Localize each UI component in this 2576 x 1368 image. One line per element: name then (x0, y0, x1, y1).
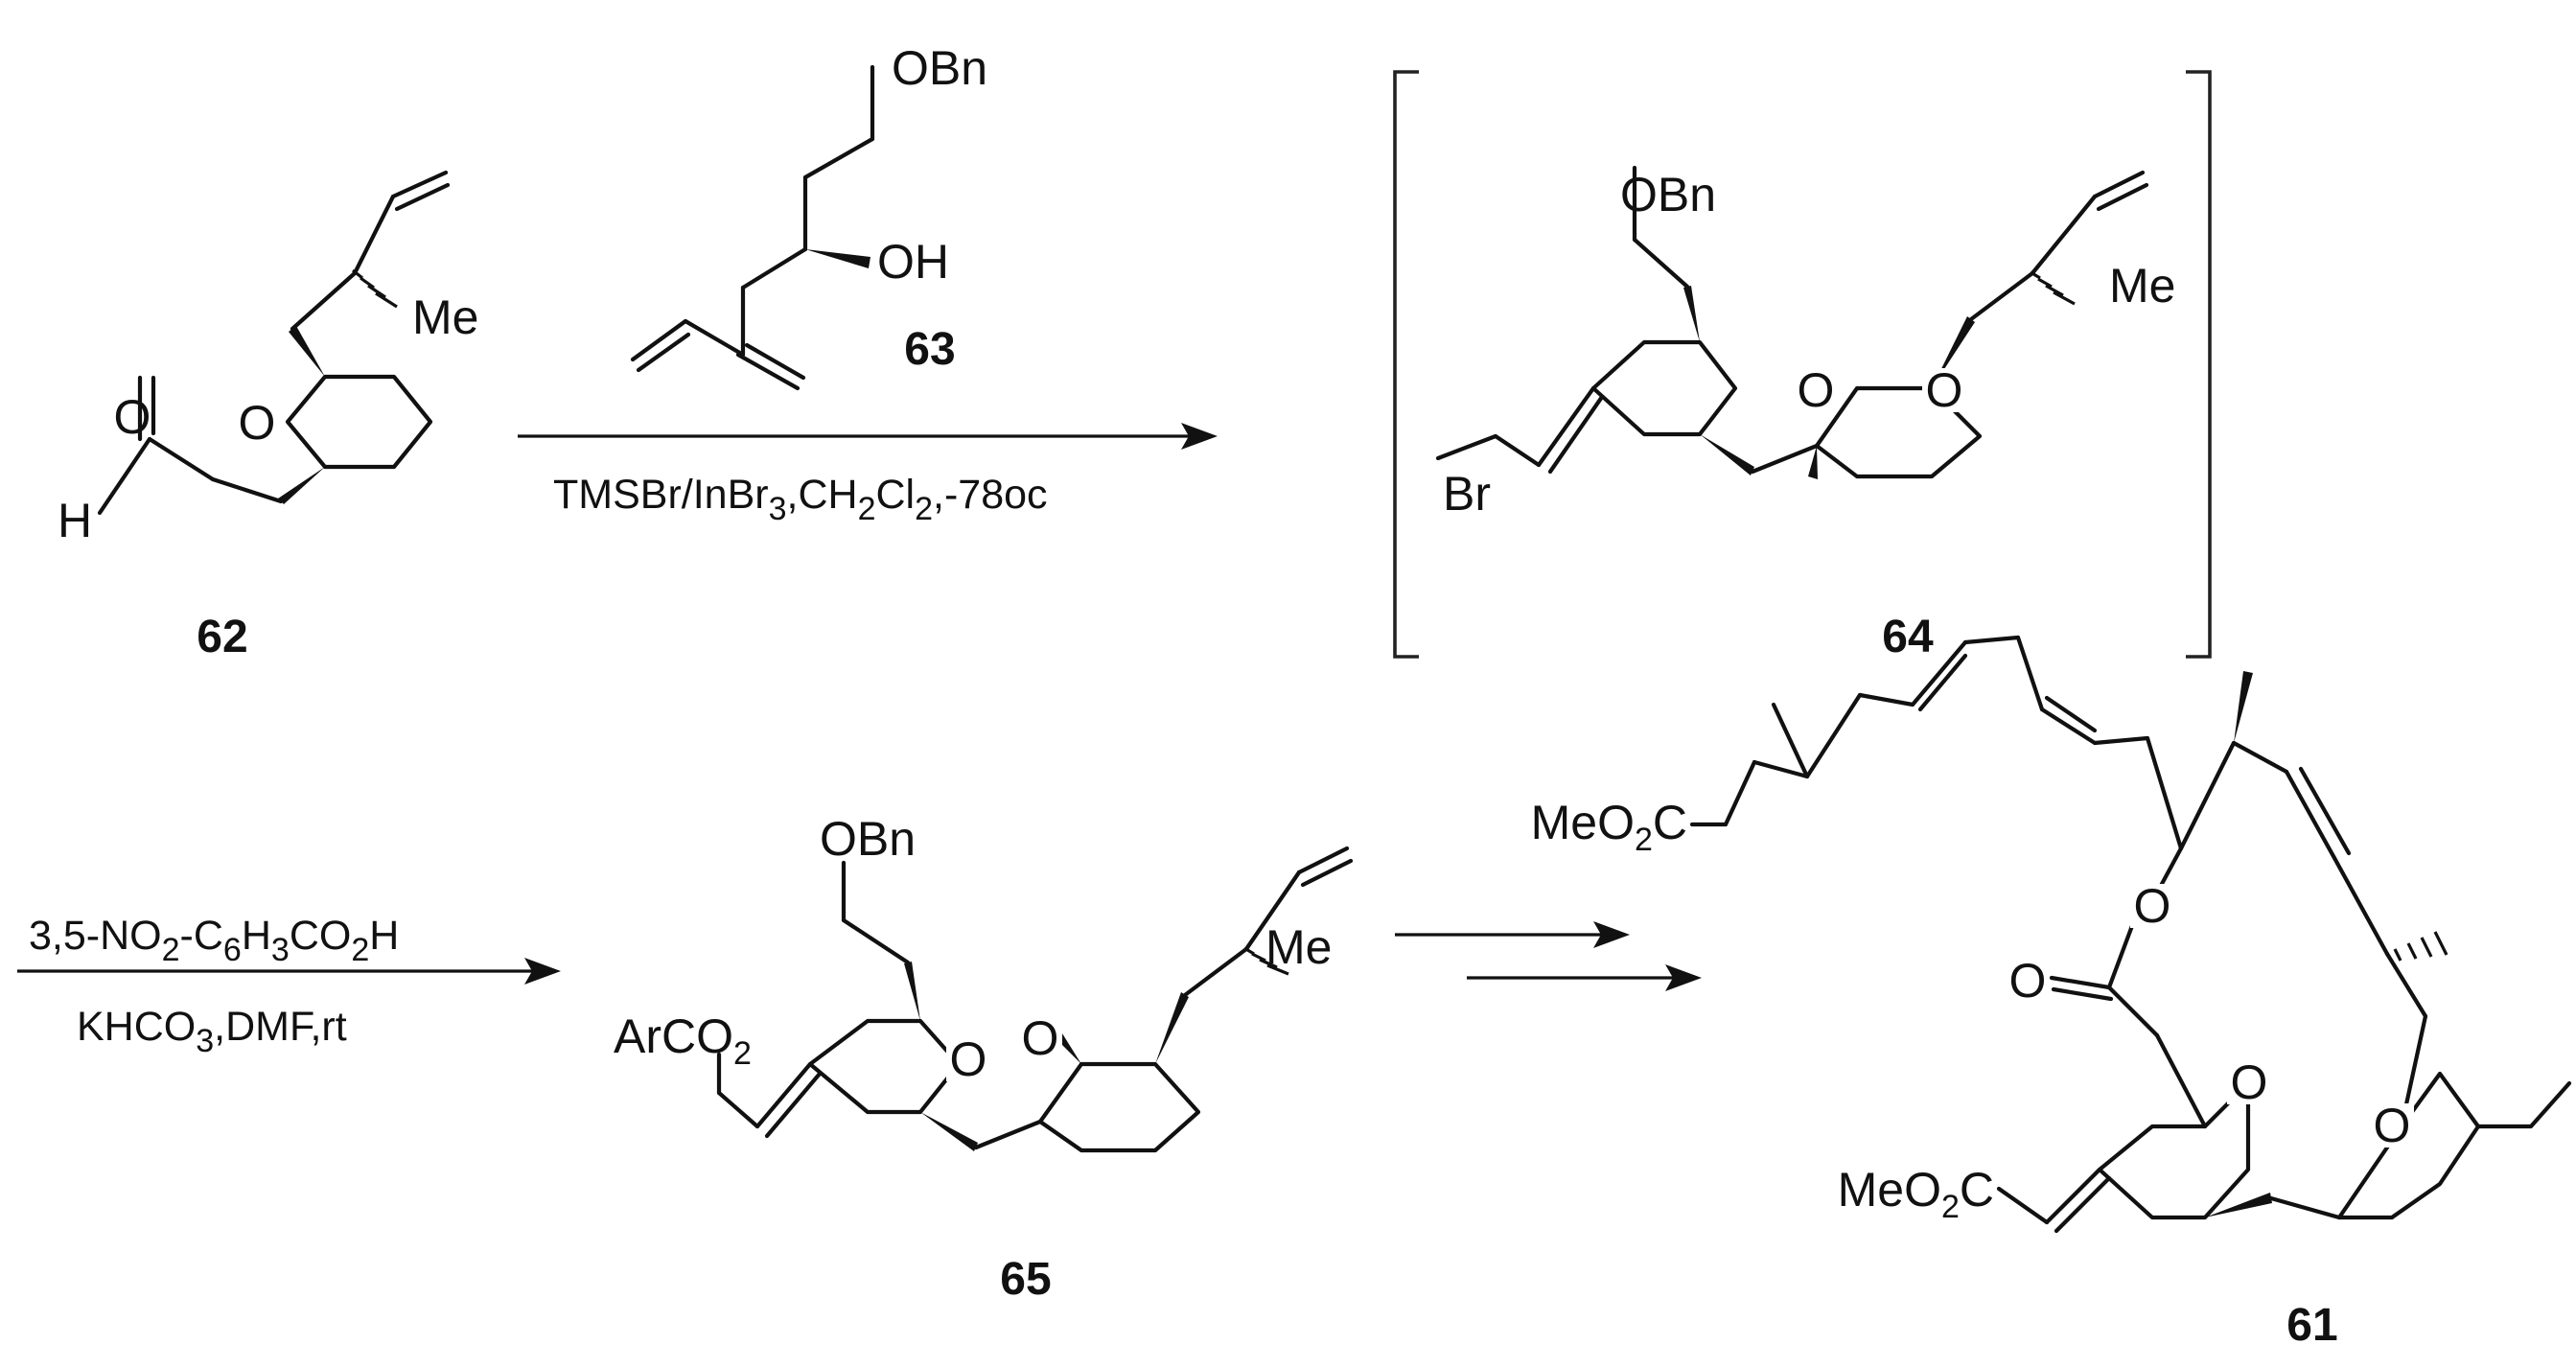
reaction-arrow-2-head (524, 958, 561, 985)
multistep-arrow-2-head (1665, 964, 1702, 991)
obn-label: OBn (892, 41, 987, 95)
lactone-ring-oxygen-label: O (2134, 879, 2171, 933)
compound-62-label: 62 (197, 612, 247, 662)
compound-64-structure: O O OBn Br Me (1435, 165, 2175, 521)
step1-conditions: TMSBr/InBr3,CH2Cl2,-78oc (553, 472, 1048, 527)
left-bracket (1393, 70, 1419, 659)
compound-63-structure: OBn OH (630, 41, 987, 391)
reaction-arrow-1-head (1181, 423, 1218, 450)
hydroxyl-label: OH (877, 235, 949, 289)
methyl-label: Me (1265, 920, 1332, 974)
step2-conditions-bottom: KHCO3,DMF,rt (77, 1004, 347, 1059)
aldehyde-h-label: H (58, 494, 92, 547)
methyl-label: Me (412, 290, 478, 344)
compound-65-label: 65 (1000, 1254, 1051, 1305)
compound-64-label: 64 (1882, 612, 1934, 662)
right-ring-oxygen-label: O (2374, 1099, 2411, 1152)
top-ester-label: MeO2C (1531, 796, 1687, 858)
arco2-label: ArCO2 (614, 1009, 752, 1072)
ring-oxygen-label: O (239, 396, 276, 450)
bromine-label: Br (1443, 467, 1491, 521)
carbonyl-oxygen-label: O (114, 390, 151, 444)
right-ring-oxygen-label: O (1926, 363, 1963, 417)
compound-65-structure: O O OBn ArCO2 Me (614, 812, 1354, 1153)
right-ring-oxygen-label: O (1022, 1011, 1059, 1065)
multistep-arrow-1-head (1593, 921, 1630, 948)
left-ring-oxygen-label: O (950, 1032, 987, 1086)
obn-label: OBn (820, 812, 916, 866)
bottom-ester-label: MeO2C (1838, 1163, 1994, 1225)
lactone-carbonyl-oxygen-label: O (2009, 954, 2047, 1008)
left-ring-oxygen-label: O (2231, 1055, 2268, 1109)
obn-label: OBn (1620, 168, 1716, 221)
compound-63-label: 63 (904, 324, 955, 375)
compound-62-structure: O O H Me (58, 170, 478, 547)
methyl-label: Me (2109, 259, 2175, 313)
compound-61-structure: O O O O MeO2C MeO2C (1531, 635, 2572, 1234)
step2-conditions-top: 3,5-NO2-C6H3CO2H (29, 913, 399, 968)
left-ring-oxygen-label: O (1798, 363, 1835, 417)
compound-61-label: 61 (2286, 1300, 2337, 1351)
right-bracket (2186, 70, 2212, 659)
